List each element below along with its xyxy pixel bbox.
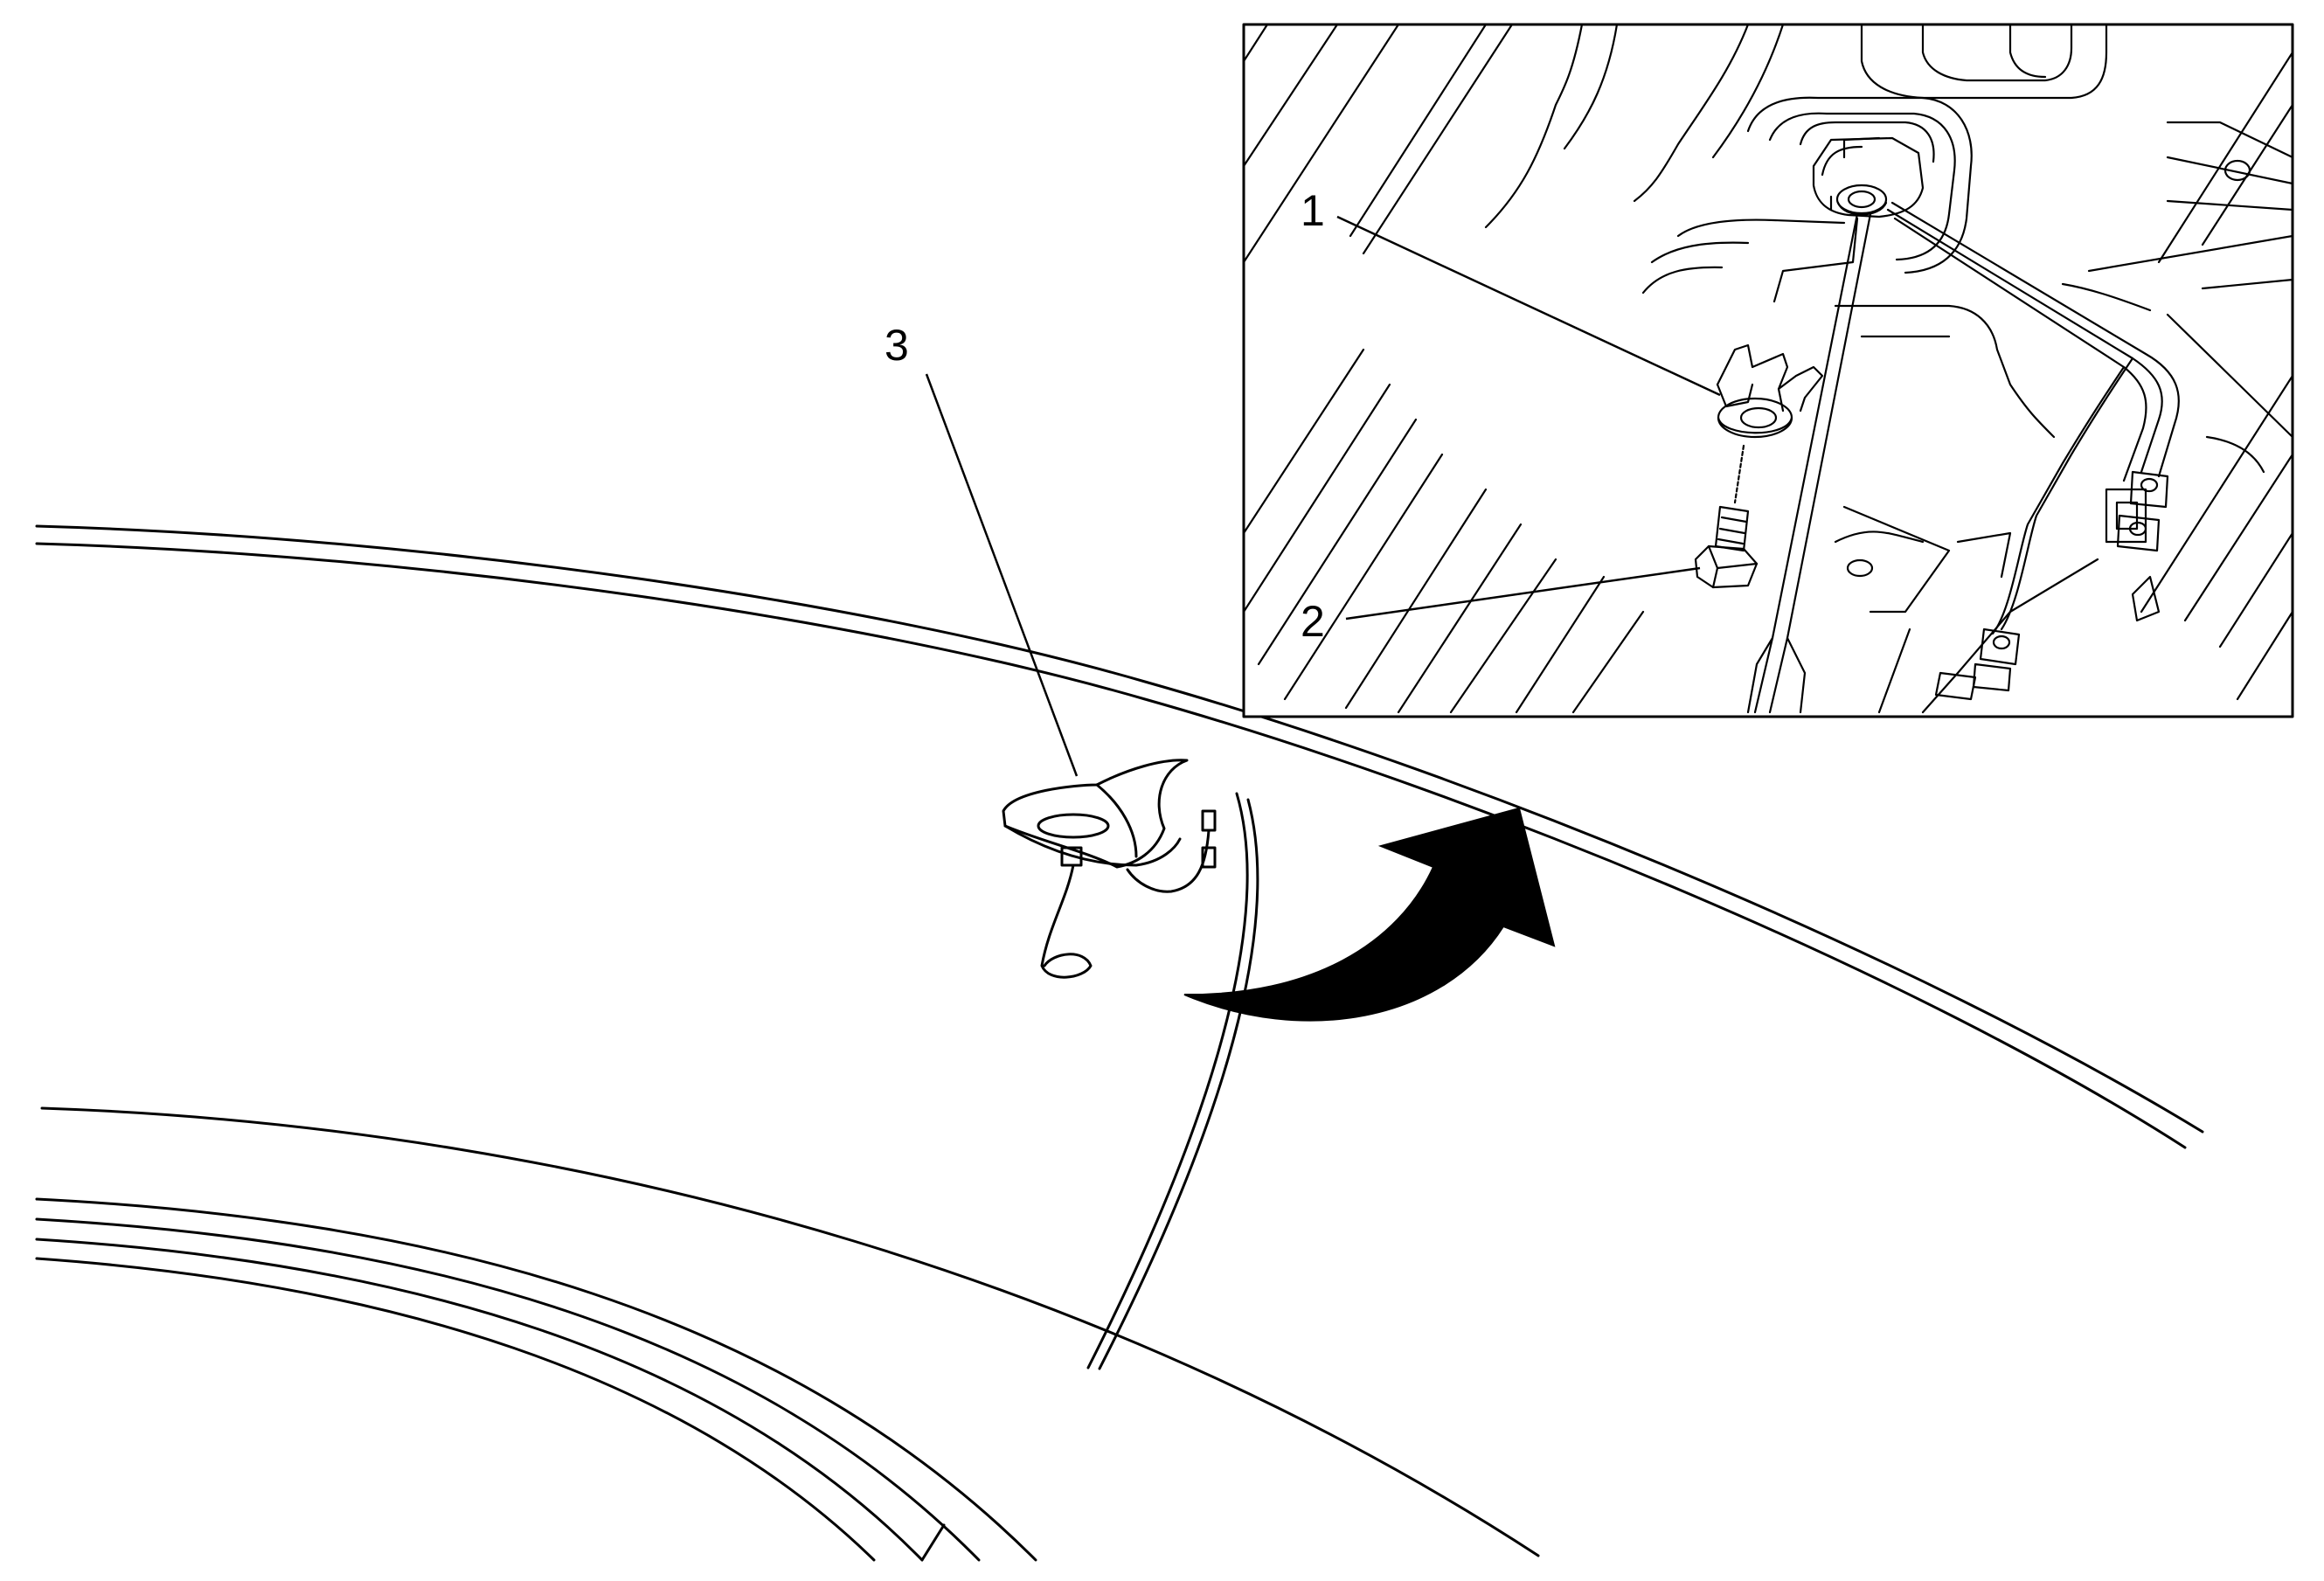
inset-cable-down-2 — [1991, 365, 2126, 635]
removal-direction-arrow — [1183, 807, 1556, 1022]
antenna-cable-right — [1126, 829, 1211, 893]
vehicle-roof-view — [35, 524, 2204, 1562]
inset-cable-right-1 — [1886, 208, 2163, 474]
inset-panel-lines — [1244, 24, 2293, 714]
windshield-edge-4 — [35, 1257, 876, 1562]
roof-antenna — [1002, 759, 1217, 979]
windshield-edge-1 — [35, 1197, 1037, 1562]
windshield-pillar-stub — [920, 1523, 946, 1562]
windshield-edge-2 — [35, 1217, 981, 1562]
antenna-flange — [1003, 824, 1182, 867]
callout-3-leader — [925, 373, 1079, 777]
inset-frame — [1242, 23, 2294, 718]
inset-connectors — [1934, 470, 2169, 701]
antenna-fin-ridge — [1095, 783, 1138, 858]
inset-cable-sleeve — [1746, 636, 1807, 714]
roof-seam-inner — [1098, 798, 1259, 1370]
roof-seam-outer — [1086, 792, 1249, 1370]
inset-cable-right-2 — [1890, 201, 2180, 478]
windshield-edge-3 — [35, 1238, 924, 1562]
callout-1-label: 1 — [1301, 186, 1325, 235]
inset-cable-down — [2000, 357, 2134, 631]
callout-2-leader — [1345, 566, 1701, 621]
roof-rear-edge-outer — [35, 524, 2204, 1134]
inset-detail-view — [1242, 23, 2294, 718]
callout-2-label: 2 — [1301, 597, 1325, 646]
antenna-fin — [1002, 759, 1189, 869]
roof-rear-edge-inner — [35, 542, 2187, 1149]
callout-3-label: 3 — [885, 321, 909, 370]
antenna-connector-right-1 — [1201, 809, 1217, 832]
antenna-cable — [1040, 863, 1093, 979]
inset-panel-contours — [1484, 24, 2293, 714]
roof-front-edge — [40, 1106, 1540, 1557]
antenna-connector-right-2 — [1201, 846, 1217, 869]
antenna-grommet — [1812, 136, 1925, 218]
antenna-connector-left — [1060, 846, 1083, 867]
retainer-clip — [1716, 217, 1859, 439]
bolt — [1694, 444, 1759, 589]
callout-1-leader — [1336, 215, 1721, 397]
antenna-base-oval — [1037, 813, 1110, 839]
